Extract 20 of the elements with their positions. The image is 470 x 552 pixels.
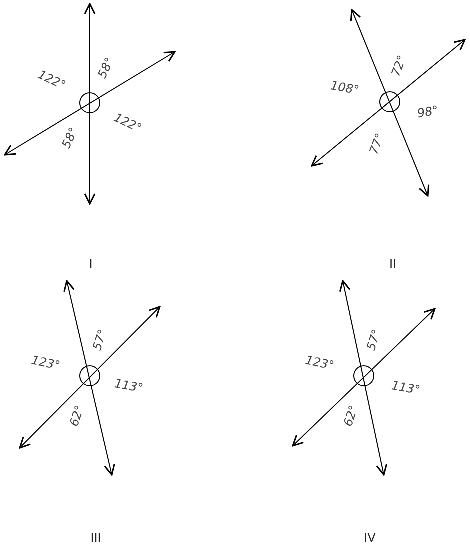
angle-label: 77° [368, 132, 386, 156]
angle-label: 98° [416, 104, 440, 120]
angle-label: 108° [330, 80, 360, 96]
figure-label: I [89, 258, 93, 270]
angle-label: 113° [114, 378, 144, 394]
angle-label: 122° [112, 111, 144, 135]
angle-label: 62° [68, 404, 86, 428]
angle-label: 123° [30, 354, 62, 372]
angle-label: 57° [91, 328, 109, 352]
angle-label: 123° [304, 354, 336, 372]
angle-label: 113° [390, 380, 422, 396]
angle-label: 58° [60, 126, 80, 150]
angle-label: 58° [96, 56, 116, 80]
figure-label: IV [364, 532, 376, 544]
angle-label: 122° [36, 68, 68, 92]
figure-label: II [389, 258, 397, 270]
angle-label: 72° [390, 54, 408, 78]
figure-label: III [90, 532, 102, 544]
angle-label: 62° [342, 404, 360, 428]
angle-label: 57° [365, 328, 383, 352]
